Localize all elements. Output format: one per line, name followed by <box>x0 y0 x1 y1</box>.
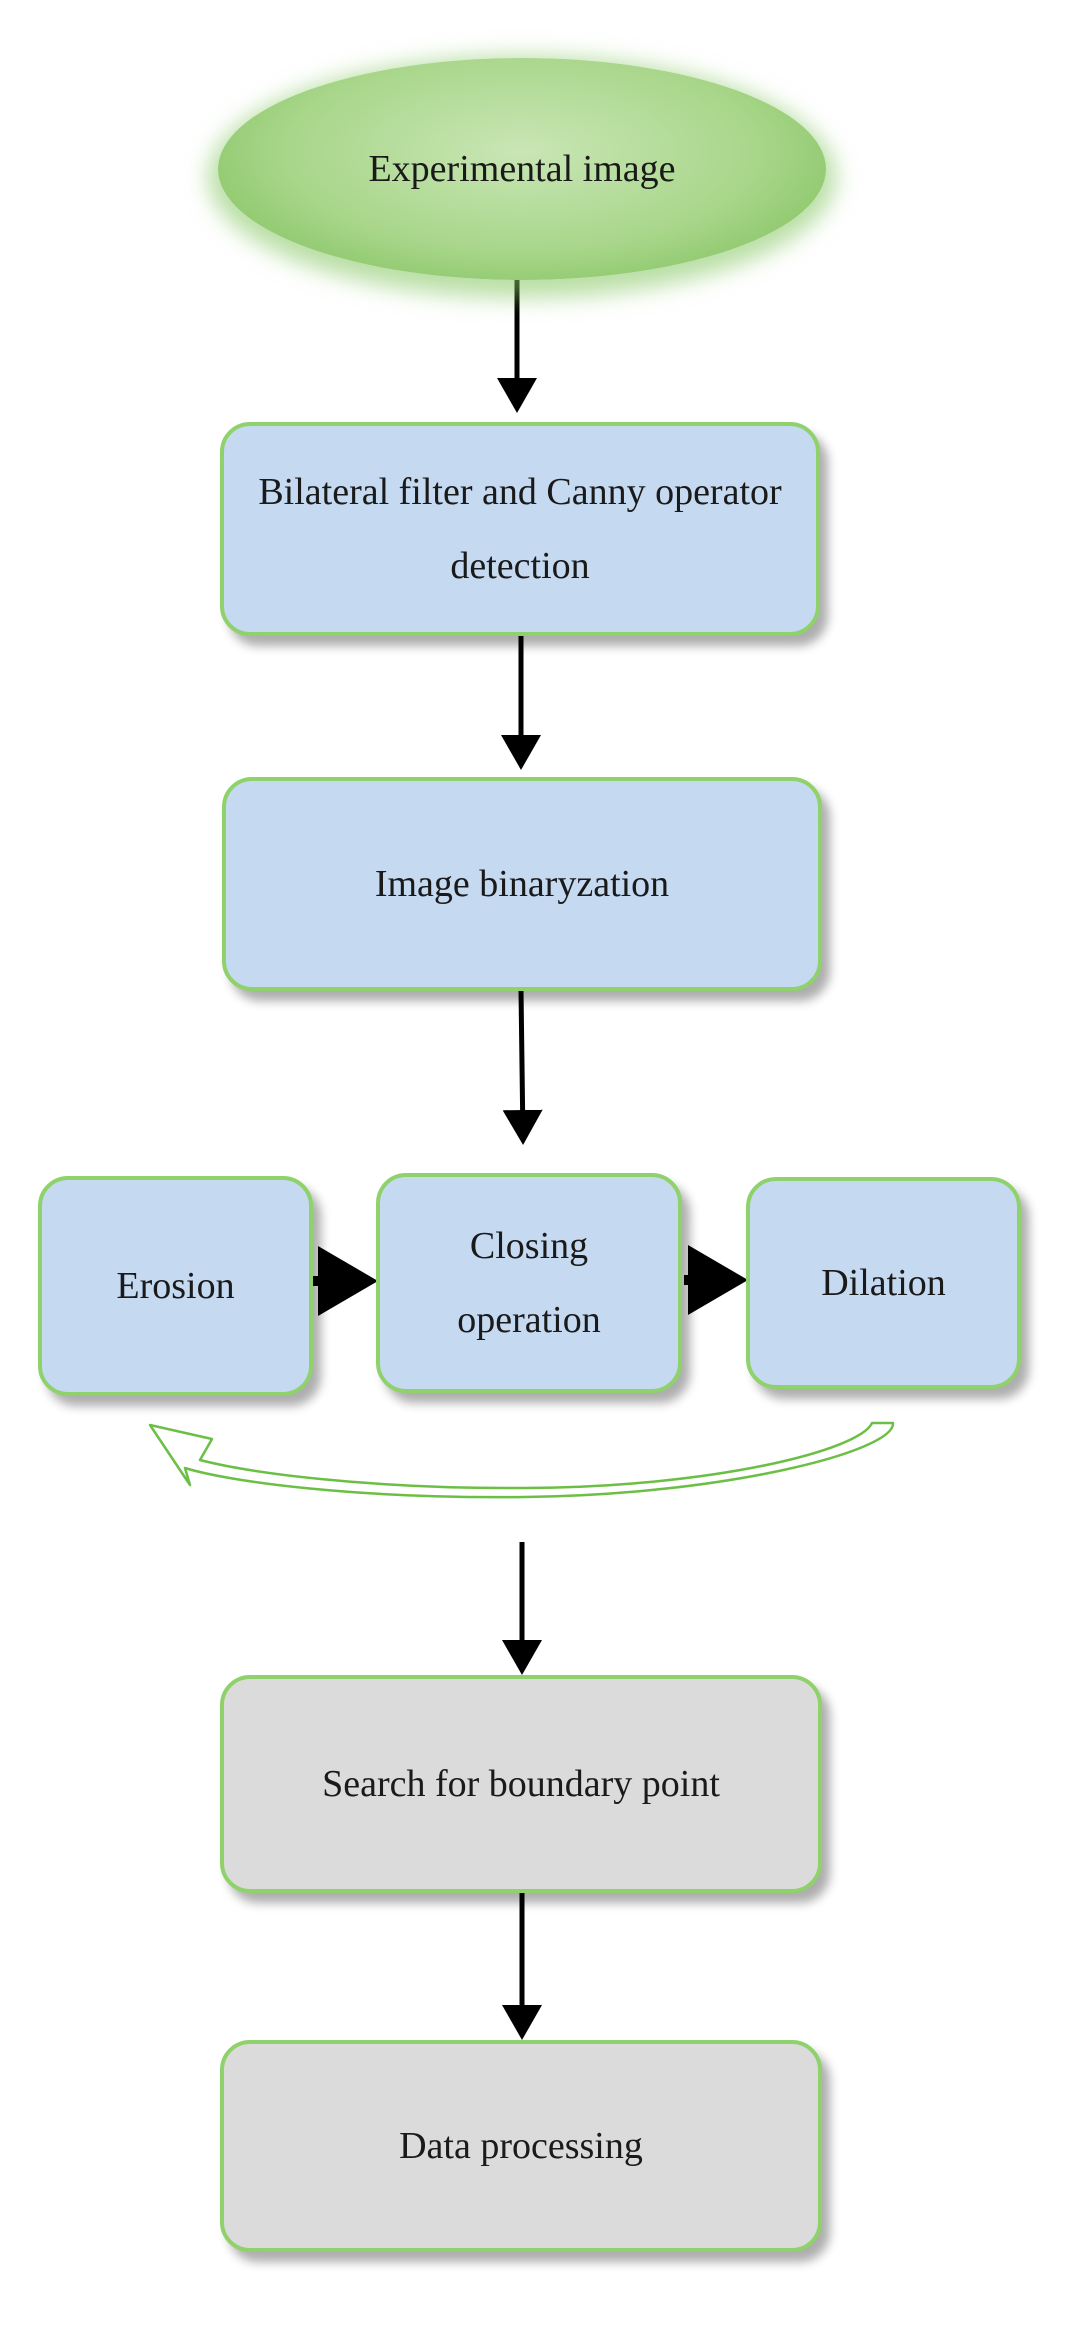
erosion-node: Erosion <box>38 1176 313 1396</box>
processing-node: Data processing <box>220 2040 822 2252</box>
search-node-label: Search for boundary point <box>322 1762 720 1805</box>
closing-node: Closing operation <box>376 1173 682 1393</box>
dilation-node: Dilation <box>746 1177 1021 1389</box>
processing-node-label: Data processing <box>399 2124 643 2167</box>
binarize-node-label: Image binaryzation <box>374 862 670 905</box>
arrow-binarize-to-morph <box>502 989 543 1145</box>
filter-node: Bilateral filter and Canny operator dete… <box>220 422 820 636</box>
start-node-label: Experimental image <box>368 147 676 190</box>
search-node: Search for boundary point <box>220 1675 822 1893</box>
erosion-node-label: Erosion <box>116 1264 235 1307</box>
filter-node-label: Bilateral filter and Canny operator dete… <box>258 470 782 587</box>
start-node: Experimental image <box>218 58 826 280</box>
dilation-node-label: Dilation <box>821 1261 946 1304</box>
binarize-node: Image binaryzation <box>222 777 822 991</box>
loop-back-arrow <box>148 1421 895 1499</box>
closing-node-label: Closing operation <box>457 1224 601 1341</box>
